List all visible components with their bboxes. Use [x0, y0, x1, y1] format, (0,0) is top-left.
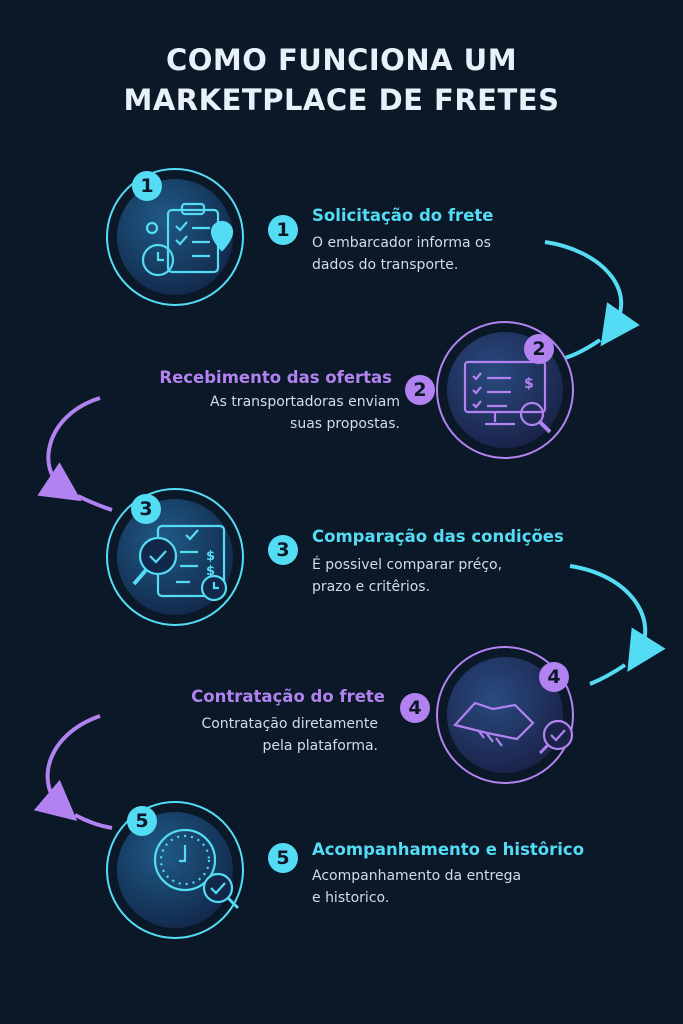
step-1-desc-line-2: dados do transporte. — [312, 257, 459, 273]
step-2-desc: As transportadoras enviam suas propostas. — [210, 391, 400, 435]
step-2-number: 2 — [405, 375, 435, 405]
clock-check-icon — [153, 828, 240, 910]
step-2-title: Recebimento das ofertas — [159, 368, 392, 387]
step-5-icon-badge: 5 — [127, 806, 157, 836]
handshake-check-icon — [452, 701, 574, 755]
monitor-offers-search-icon: $ — [463, 360, 552, 434]
step-1-desc: O embarcador informa os dados do transpor… — [312, 232, 491, 276]
step-4-icon-badge: 4 — [539, 662, 569, 692]
page-title: COMO FUNCIONA UM MARKETPLACE DE FRETES — [0, 40, 683, 120]
step-2-desc-line-1: As transportadoras enviam — [210, 394, 400, 410]
step-5-desc: Acompanhamento da entrega e historico. — [312, 865, 521, 909]
step-1-desc-line-1: O embarcador informa os — [312, 235, 491, 251]
step-4-desc-line-1: Contratação diretamente — [201, 716, 378, 732]
svg-text:$: $ — [206, 549, 215, 564]
step-3-icon-badge: 3 — [131, 494, 161, 524]
step-4-number: 4 — [400, 693, 430, 723]
step-1-icon-badge: 1 — [132, 171, 162, 201]
step-4-circle — [436, 646, 574, 784]
step-1-title: Solicitação do frete — [312, 206, 494, 225]
arrow-3-to-4 — [569, 564, 666, 672]
step-4-desc: Contratação diretamente pela plataforma. — [201, 713, 378, 757]
svg-text:$: $ — [206, 564, 215, 579]
step-3-desc-line-1: É possivel comparar préço, — [312, 557, 503, 573]
step-2-icon-badge: 2 — [524, 334, 554, 364]
step-3-title: Comparação das condições — [312, 527, 564, 546]
step-4-desc-line-2: pela plataforma. — [262, 738, 378, 754]
step-3-number: 3 — [268, 535, 298, 565]
title-line-1: COMO FUNCIONA UM — [165, 43, 518, 77]
step-5-number: 5 — [268, 843, 298, 873]
step-1-number: 1 — [268, 215, 298, 245]
step-5-desc-line-1: Acompanhamento da entrega — [312, 868, 522, 884]
step-5-desc-line-2: e historico. — [312, 890, 390, 906]
compare-checklist-icon: $ $ — [132, 524, 228, 602]
arrow-1-to-2 — [544, 240, 640, 347]
arrow-2-to-3 — [37, 396, 101, 502]
svg-text:$: $ — [524, 376, 534, 392]
step-3-desc: É possivel comparar préço, prazo e critêr… — [312, 554, 502, 598]
step-3-desc-line-2: prazo e critêrios. — [312, 579, 431, 595]
arrow-4-to-5 — [33, 714, 101, 821]
clipboard-location-clock-icon — [141, 202, 234, 277]
step-2-desc-line-2: suas propostas. — [290, 416, 400, 432]
step-5-circle — [106, 801, 244, 939]
step-4-title: Contratação do frete — [191, 687, 385, 706]
title-line-2: MARKETPLACE DE FRETES — [123, 83, 560, 117]
step-5-title: Acompanhamento e histôrico — [312, 840, 585, 859]
